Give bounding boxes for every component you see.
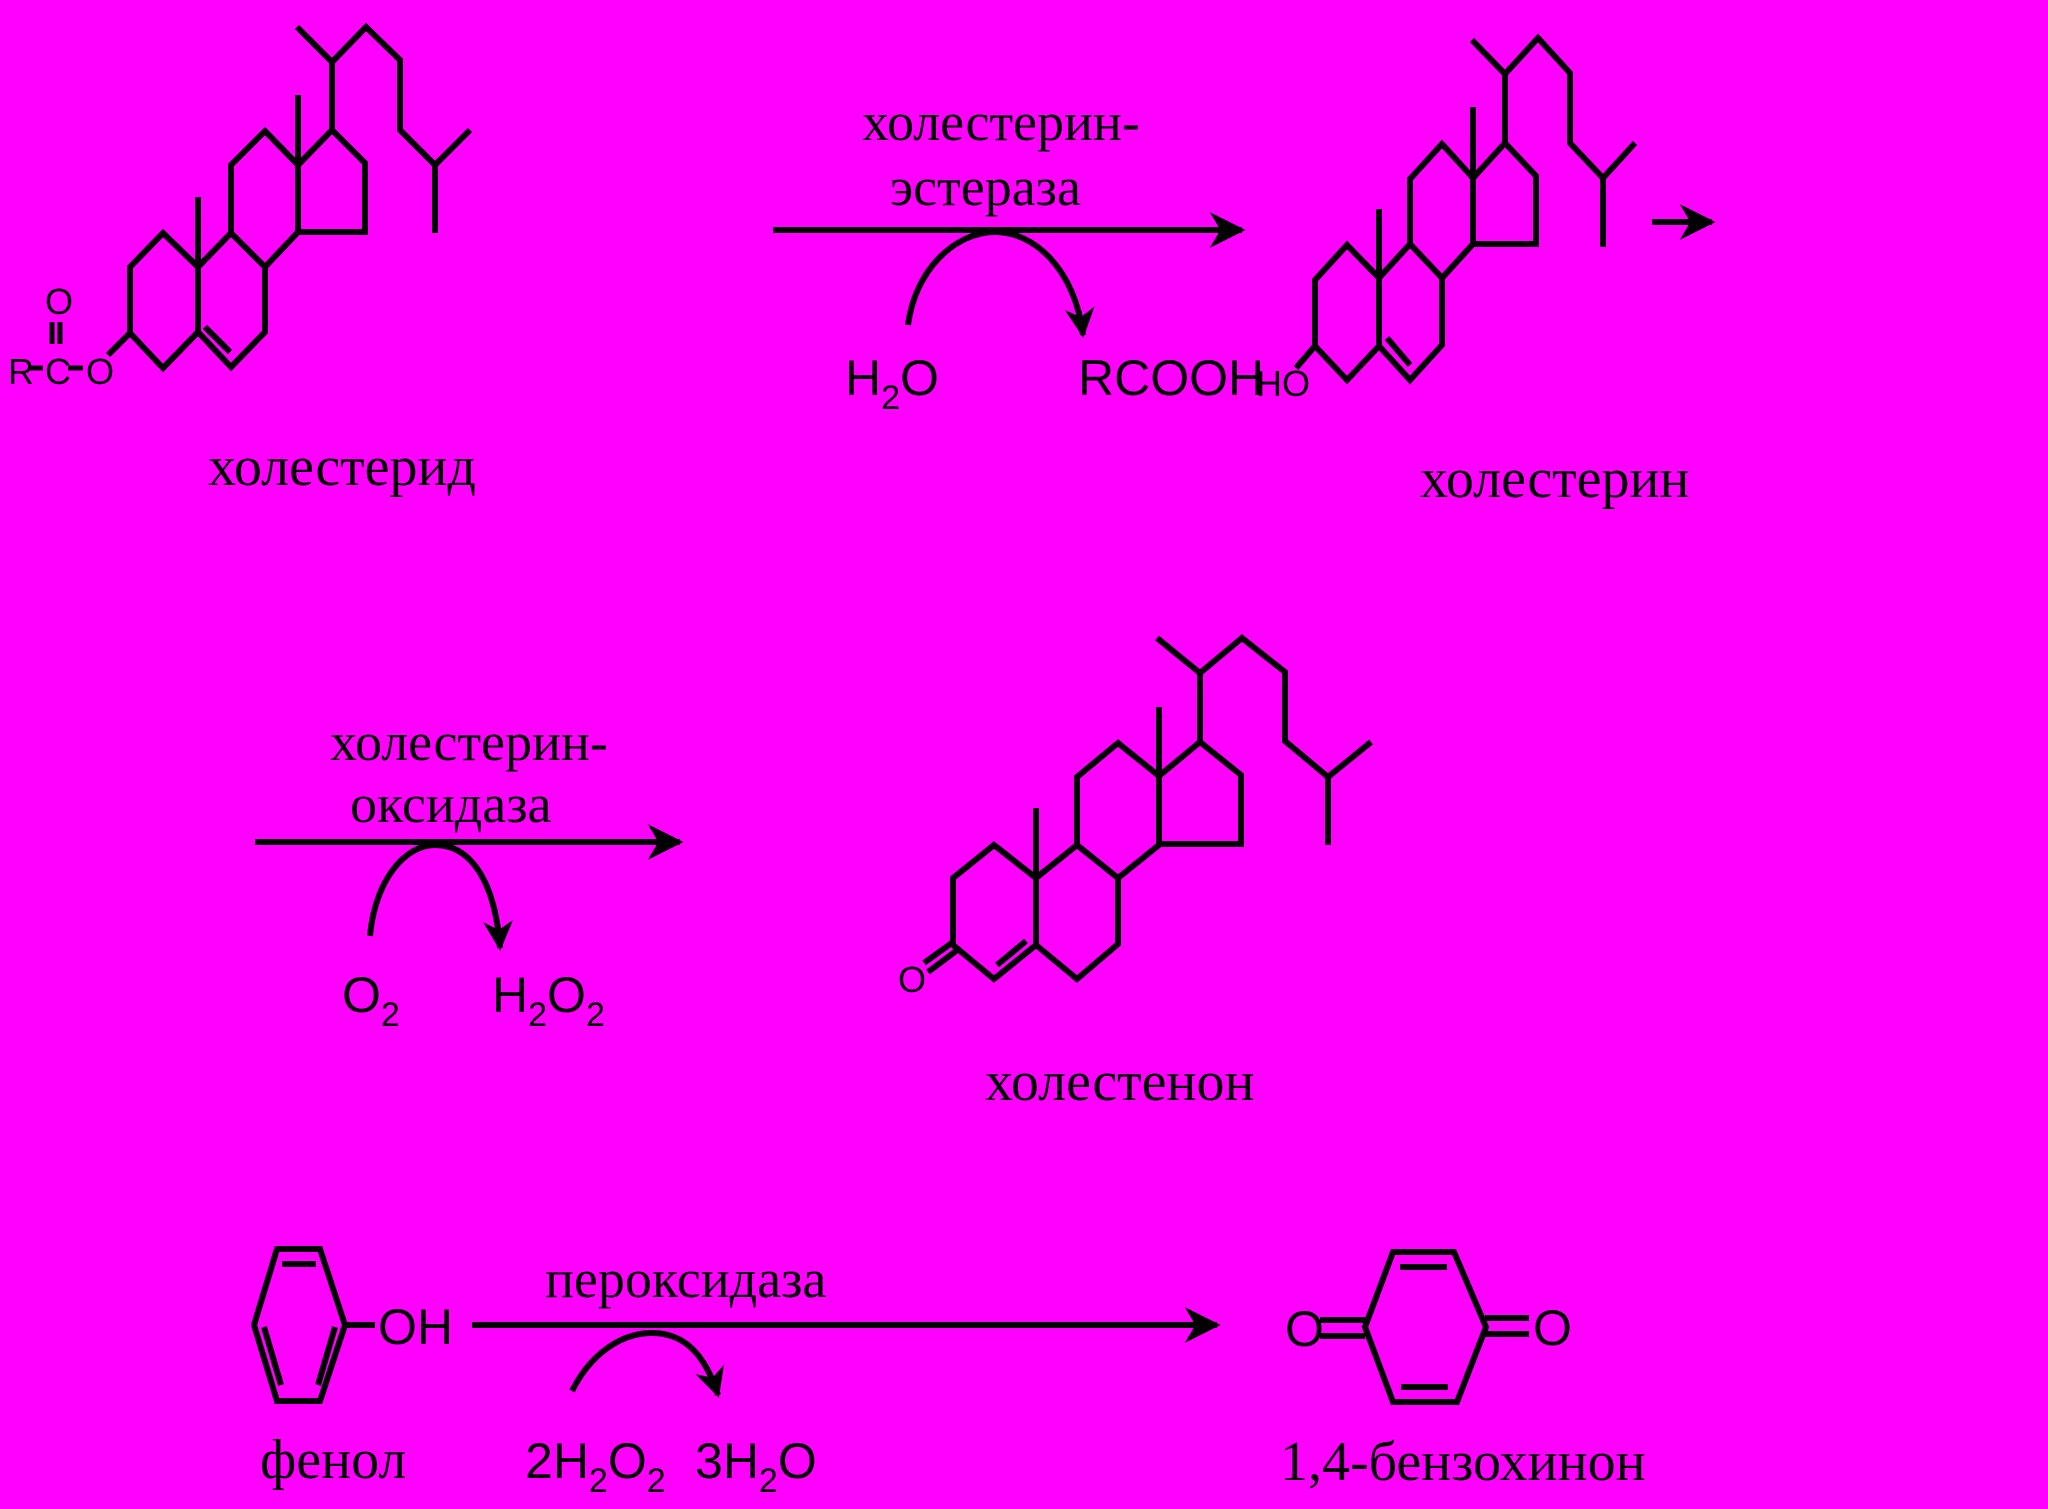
cholesteride-label: холестерид [208,436,476,498]
cholestenone-label: холестенон [985,1051,1254,1113]
reaction-arrow-1: холестерин- эстераза H2O RCOOH [773,92,1264,417]
benzoquinone-structure: O O 1,4-бензохинон [1280,1249,1646,1493]
steroid-skeleton [950,707,1244,983]
steroid-skeleton [1312,107,1539,385]
water-label: 3H2O [695,1433,817,1500]
steroid-skeleton [127,95,368,373]
cholesteride-structure: R C O O холестерид [8,22,476,498]
ester-o-label: O [86,351,114,392]
side-chain [1155,634,1373,845]
cholesterol-label: холестерин [1420,448,1689,510]
enzyme-label-line1: холестерин- [330,712,608,772]
r-label: R [8,351,34,392]
phenol-structure: OH фенол [250,1246,453,1491]
rcooh-label: RCOOH [1078,350,1264,406]
hydroxyl-label: HO [1256,363,1310,404]
benzoquinone-label: 1,4-бензохинон [1280,1431,1646,1493]
enzyme-label-line1: холестерин- [862,92,1140,152]
enzyme-label-line2: эстераза [890,157,1081,217]
c-label: C [45,351,71,392]
phenol-oh-label: OH [378,1299,453,1355]
hydrogen-peroxide-label: H2O2 [492,967,605,1034]
ester-group: R C O O [8,281,133,392]
phenol-label: фенол [260,1429,406,1491]
ketone-o-label: O [898,959,926,1000]
quinone-o-left: O [1285,1301,1324,1357]
cholesterol-structure: HO холестерин [1256,33,1689,510]
water-label: H2O [845,350,939,417]
side-chain [1469,33,1638,247]
carbonyl-o-label: O [45,281,73,322]
reaction-arrow-2: холестерин- оксидаза O2 H2O2 [255,712,684,1034]
curved-arrow [569,1329,724,1398]
enzyme-label-line2: оксидаза [350,774,552,834]
cholestenone-structure: O холестенон [898,634,1373,1113]
curved-arrow [905,228,1095,338]
enzyme-label: пероксидаза [545,1249,826,1309]
reaction-arrow-3: пероксидаза 2H2O2 3H2O [472,1249,1221,1500]
oxygen-label: O2 [342,967,400,1034]
quinone-o-right: O [1533,1300,1572,1356]
side-chain [294,22,473,233]
hydrogen-peroxide-label: 2H2O2 [525,1433,666,1500]
curved-arrow [367,841,513,951]
